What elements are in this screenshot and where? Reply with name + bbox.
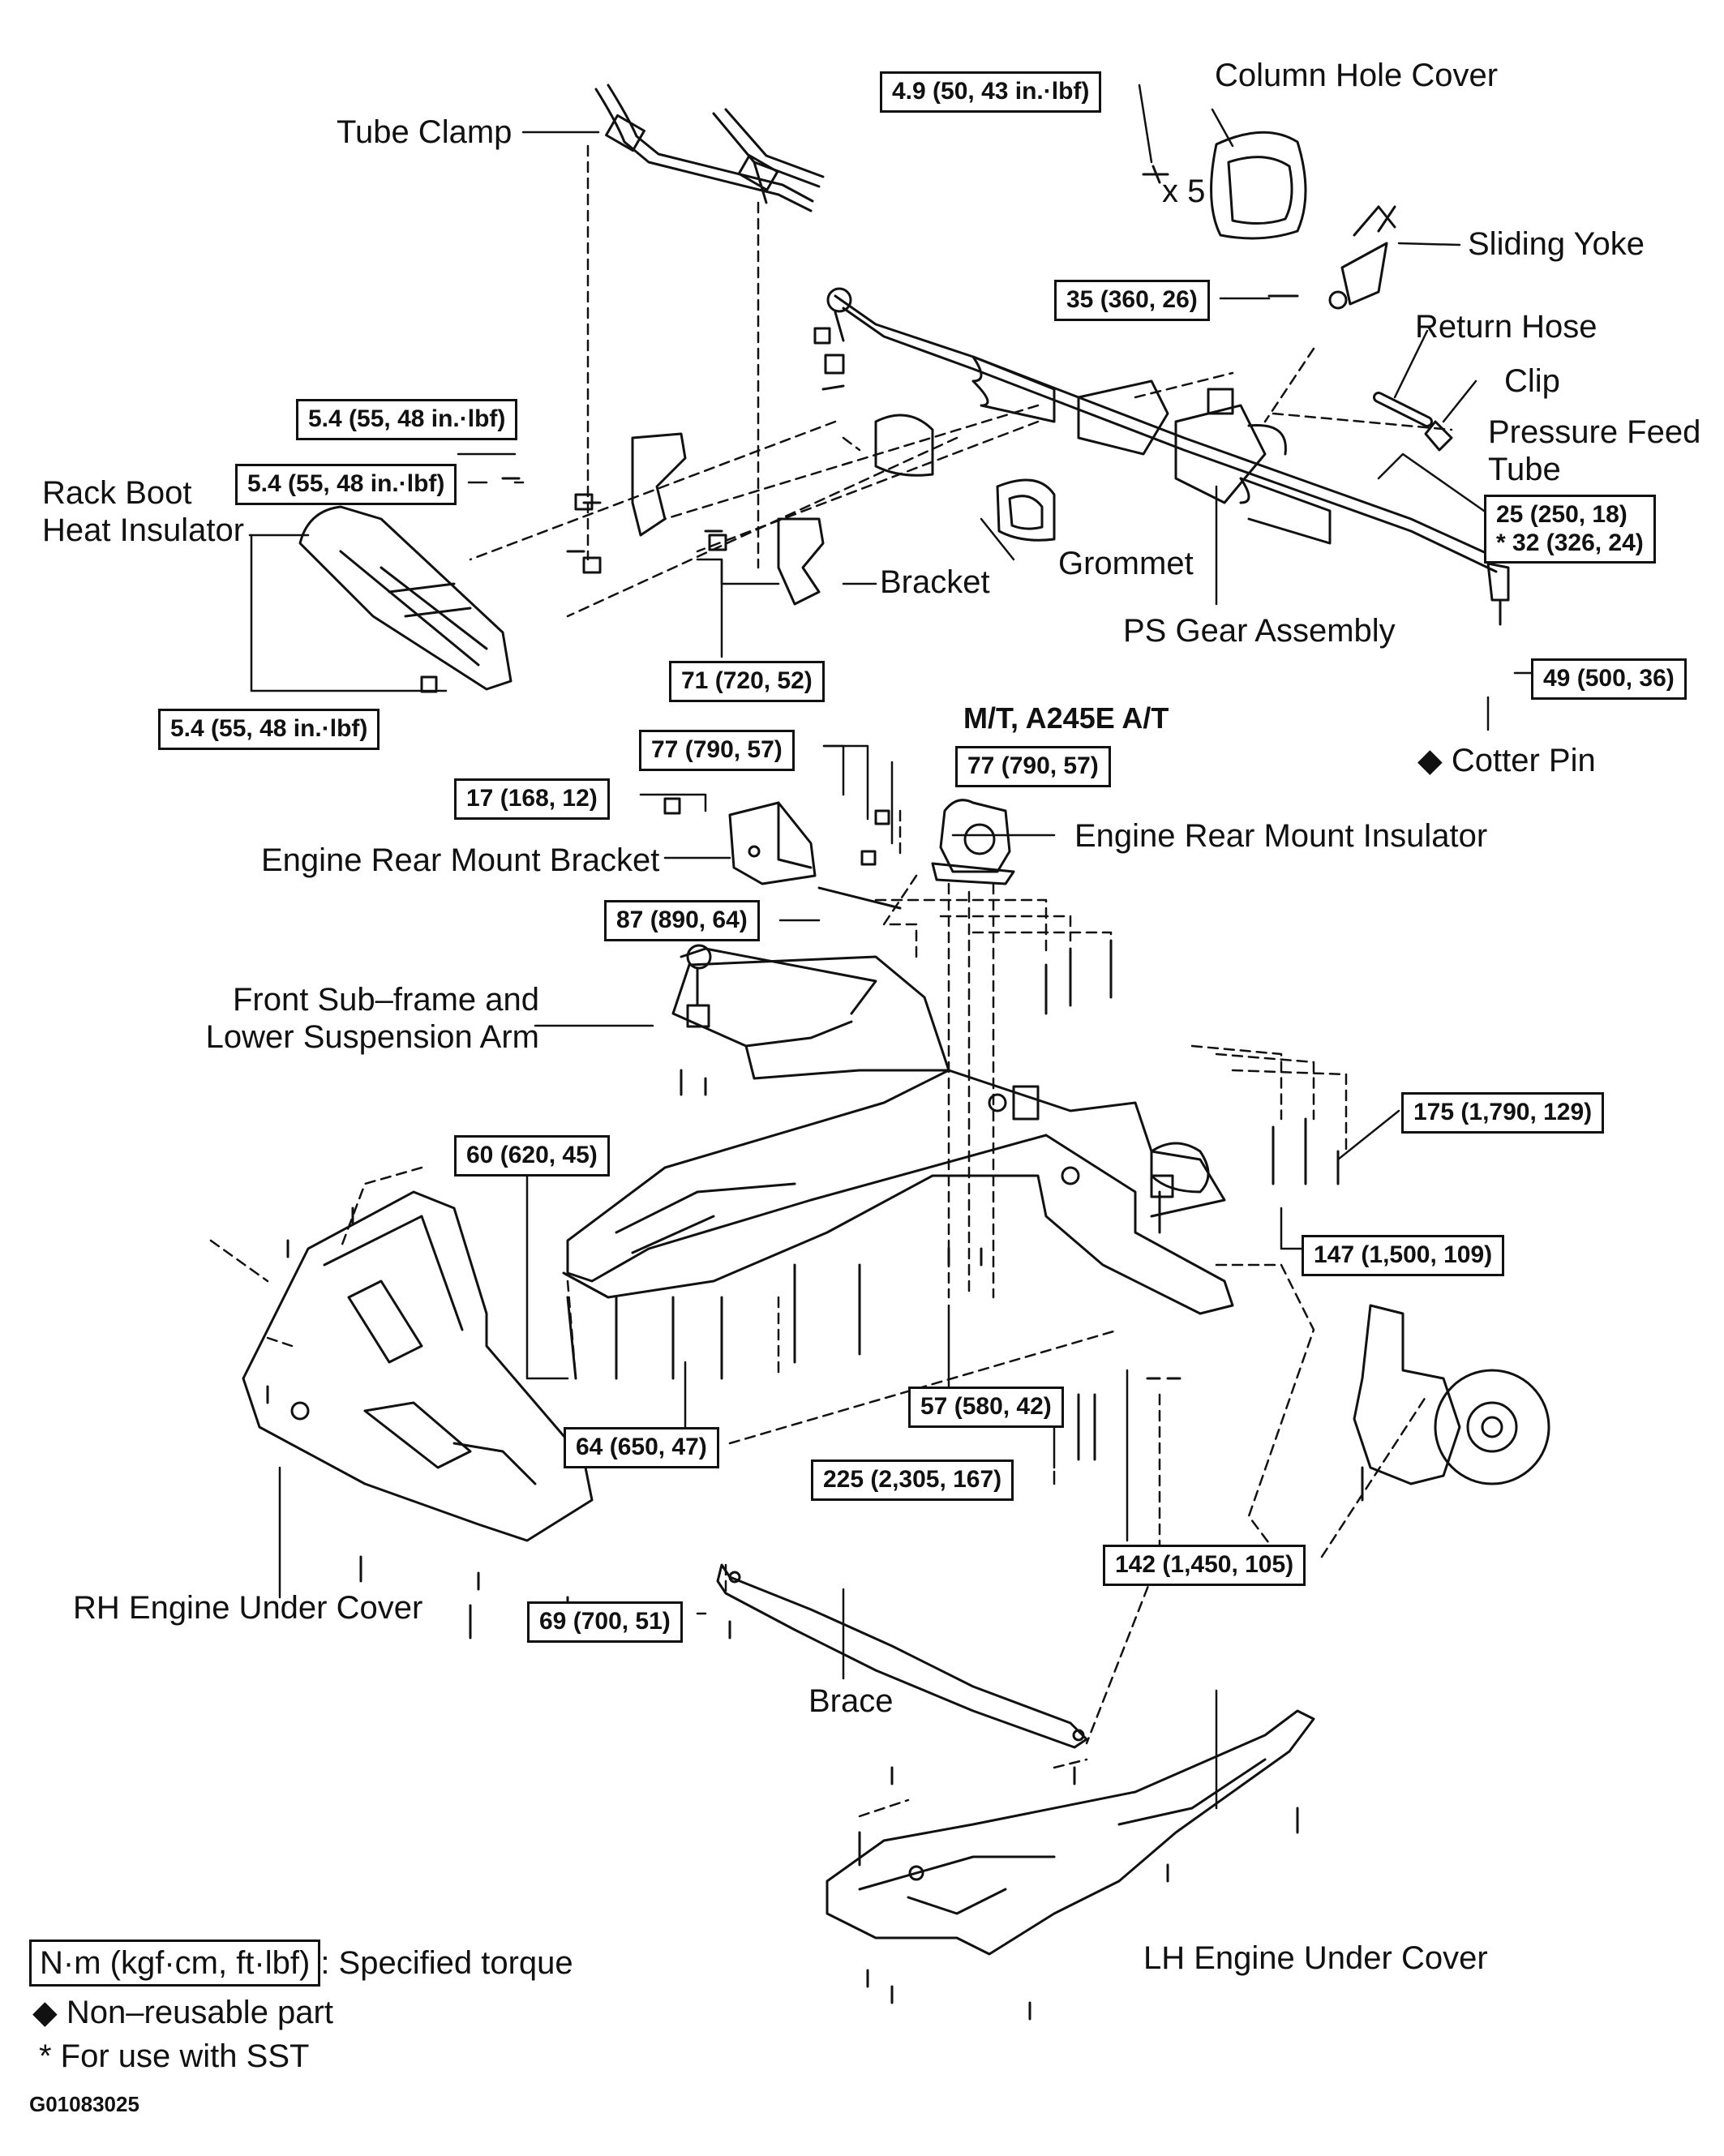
fasteners	[266, 327, 1340, 2021]
torque-sliding-yoke-bolt: 35 (360, 26)	[1054, 280, 1210, 321]
label-tube-clamp: Tube Clamp	[337, 114, 512, 150]
legend-sst: * For use with SST	[39, 2038, 310, 2074]
label-grommet: Grommet	[1058, 546, 1194, 581]
torque-front-subframe-b: 64 (650, 47)	[564, 1427, 719, 1468]
engine-rear-mount-insulator-shape	[931, 799, 1015, 885]
torque-bracket-bolt-upper: 5.4 (55, 48 in.·lbf)	[296, 399, 518, 440]
front-subframe-shape	[562, 944, 1234, 1315]
torque-brace-bolts: 69 (700, 51)	[527, 1601, 683, 1643]
label-return-hose: Return Hose	[1415, 309, 1597, 345]
sliding-yoke-shape	[1267, 205, 1396, 310]
label-rack-boot-heat-insulator: Rack Boot Heat Insulator	[42, 475, 245, 548]
torque-center-bolts: 57 (580, 42)	[908, 1387, 1064, 1428]
torque-mount-through-bolt: 87 (890, 64)	[604, 900, 760, 941]
label-x5: x 5	[1162, 174, 1206, 209]
steering-knuckle-shape	[1353, 1304, 1550, 1502]
label-cotter-pin: ◆ Cotter Pin	[1417, 742, 1596, 779]
column-hole-cover-shape	[1142, 131, 1307, 240]
label-brace: Brace	[808, 1683, 894, 1719]
torque-mount-nut: 17 (168, 12)	[454, 778, 610, 820]
torque-mount-bracket-b: 77 (790, 57)	[955, 746, 1111, 787]
rh-engine-under-cover-shape	[242, 1190, 594, 1542]
leader-lines	[248, 84, 1534, 1810]
rack-boot-heat-insulator-shape	[298, 505, 512, 691]
label-pressure-feed-tube: Pressure Feed Tube	[1488, 414, 1701, 487]
label-column-hole-cover: Column Hole Cover	[1215, 58, 1499, 93]
torque-bracket-bolt-lower: 5.4 (55, 48 in.·lbf)	[235, 464, 457, 505]
engine-rear-mount-bracket-shape	[728, 801, 902, 910]
figure-id: G01083025	[29, 2092, 139, 2116]
legend-non-reusable: ◆ Non–reusable part	[32, 1995, 333, 2030]
label-bracket: Bracket	[880, 564, 990, 600]
torque-front-subframe-a: 60 (620, 45)	[454, 1135, 610, 1177]
label-engine-rear-mount-insulator: Engine Rear Mount Insulator	[1074, 818, 1488, 854]
torque-pressure-std: 25 (250, 18)	[1496, 501, 1628, 528]
non-reusable-diamond-icon: ◆	[1417, 743, 1452, 778]
label-ps-gear-assembly: PS Gear Assembly	[1123, 613, 1396, 649]
brace-shape	[716, 1563, 1088, 1749]
torque-bracket-bolts: 71 (720, 52)	[669, 661, 825, 702]
grommet-shapes	[874, 414, 1056, 542]
torque-lower-arm-bolts: 225 (2,305, 167)	[811, 1459, 1014, 1501]
label-lh-engine-under-cover: LH Engine Under Cover	[1143, 1940, 1488, 1976]
label-cotter-pin-text: Cotter Pin	[1451, 743, 1596, 778]
torque-mount-bracket-a: 77 (790, 57)	[639, 730, 795, 771]
torque-column-bolts: 4.9 (50, 43 in.·lbf)	[880, 71, 1102, 113]
legend-unit-text: : Specified torque	[320, 1945, 573, 1981]
lh-engine-under-cover-shape	[826, 1709, 1315, 1956]
ps-gear-assembly-shape	[821, 287, 1510, 626]
torque-tie-rod-nut: 49 (500, 36)	[1531, 658, 1687, 700]
torque-ball-joint: 142 (1,450, 105)	[1103, 1545, 1306, 1586]
label-front-subframe: Front Sub–frame and Lower Suspension Arm	[205, 982, 539, 1055]
power-steering-tubes	[594, 84, 825, 212]
label-sliding-yoke: Sliding Yoke	[1468, 226, 1645, 262]
return-hose-shape	[1373, 392, 1453, 452]
legend-torque-unit: N·m (kgf·cm, ft·lbf): Specified torque	[29, 1940, 573, 1987]
torque-pressure-sst: * 32 (326, 24)	[1496, 529, 1644, 556]
torque-insulator-bolts: 5.4 (55, 48 in.·lbf)	[158, 709, 380, 750]
label-mt-a245e: M/T, A245E A/T	[963, 701, 1169, 735]
label-rh-engine-under-cover: RH Engine Under Cover	[73, 1590, 423, 1626]
torque-rear-subframe-bolts-b: 147 (1,500, 109)	[1302, 1235, 1505, 1276]
torque-pressure-feed-tube: 25 (250, 18) * 32 (326, 24)	[1484, 495, 1656, 564]
legend-unit-box: N·m (kgf·cm, ft·lbf)	[29, 1940, 321, 1987]
label-engine-rear-mount-bracket: Engine Rear Mount Bracket	[261, 842, 660, 878]
steering-brackets	[501, 432, 825, 606]
torque-rear-subframe-bolts-a: 175 (1,790, 129)	[1401, 1092, 1605, 1134]
label-clip: Clip	[1504, 363, 1560, 399]
